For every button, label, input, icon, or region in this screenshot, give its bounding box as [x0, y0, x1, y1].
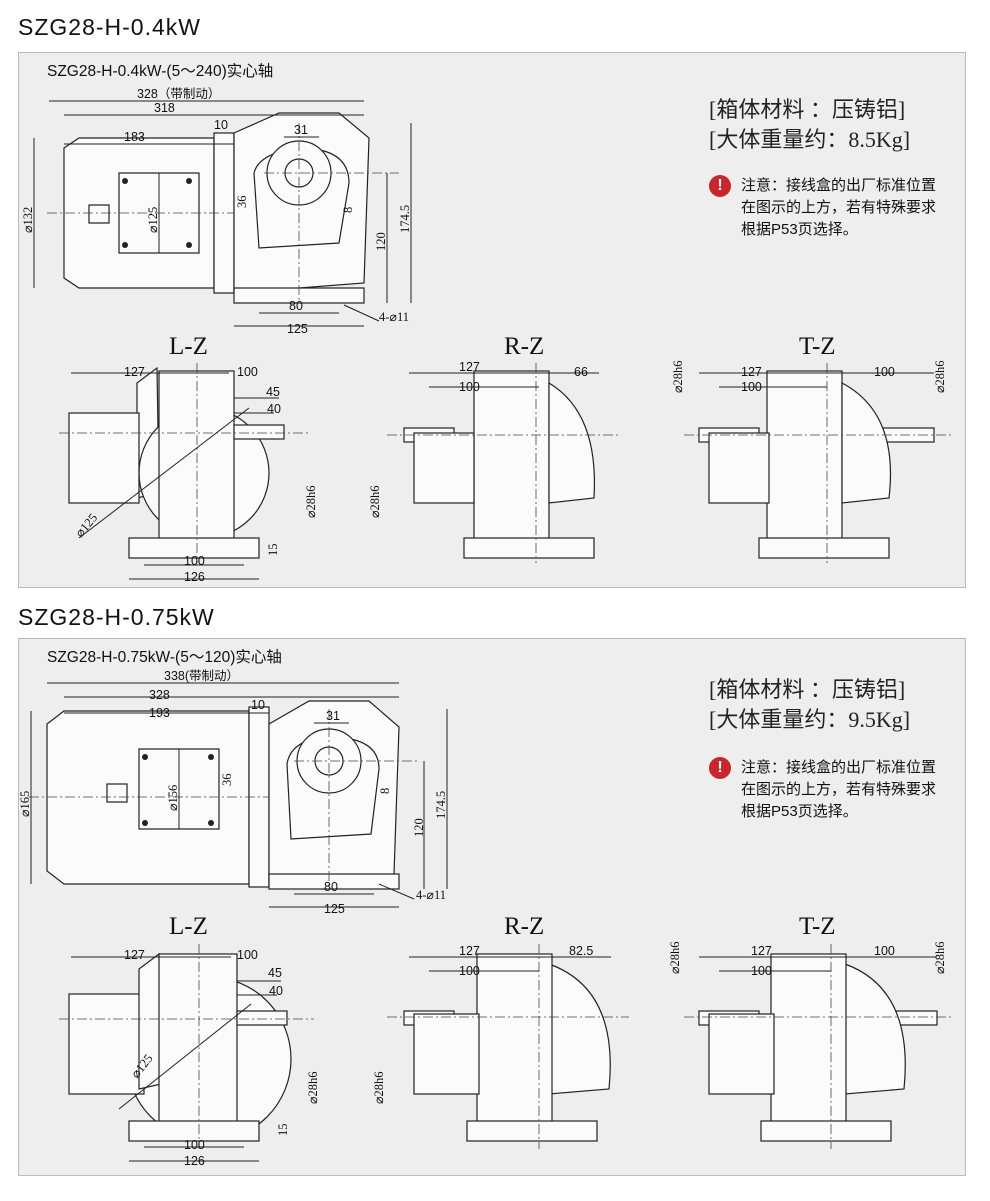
tz-view-2: 127 100 100 ⌀28h6 ⌀28h6	[668, 941, 954, 1149]
note-text-2: 注意：接线盒的出厂标准位置在图示的上方，若有特殊要求根据P53页选择。	[741, 759, 937, 820]
drawing-subtitle-1: SZG28-H-0.4kW-(5～240)实心轴	[47, 63, 274, 80]
svg-text:8: 8	[378, 788, 392, 794]
svg-text:120: 120	[412, 818, 426, 837]
svg-text:174.5: 174.5	[398, 205, 412, 233]
svg-text:40: 40	[269, 984, 283, 998]
svg-text:127: 127	[459, 360, 480, 374]
svg-text:127: 127	[124, 365, 145, 379]
drawing-svg-2: 338(带制动） 328 193 10 31 36 8 120 174.5 80…	[19, 669, 954, 1168]
svg-text:328: 328	[149, 688, 170, 702]
weight-text-2: [大体重量约：9.5Kg]	[709, 707, 911, 732]
model-title-2: SZG28-H-0.75kW	[18, 604, 215, 630]
model-title-1: SZG28-H-0.4kW	[18, 14, 201, 40]
spec-block-1: [箱体材料 ：压铸铝] [大体重量约：8.5Kg]	[709, 95, 910, 155]
svg-text:100: 100	[184, 1138, 205, 1152]
svg-text:183: 183	[124, 130, 145, 144]
lz-view-2: 127 100 45 40 ⌀28h6 ⌀125 15 100 126	[59, 944, 320, 1168]
svg-text:⌀156: ⌀156	[166, 785, 180, 811]
svg-text:100: 100	[237, 948, 258, 962]
exclamation-icon: !	[709, 175, 731, 197]
front-view-1: 328（带制动） 318 183 10 31 36 8 120 174.5 80…	[21, 87, 412, 336]
svg-text:100: 100	[237, 365, 258, 379]
svg-text:100: 100	[751, 964, 772, 978]
svg-text:4-⌀11: 4-⌀11	[416, 888, 446, 902]
svg-text:⌀28h6: ⌀28h6	[668, 941, 682, 974]
svg-text:40: 40	[267, 402, 281, 416]
svg-text:82.5: 82.5	[569, 944, 593, 958]
view-label-tz-1: T-Z	[799, 333, 836, 360]
svg-text:125: 125	[324, 902, 345, 916]
svg-text:318: 318	[154, 101, 175, 115]
svg-text:100: 100	[459, 964, 480, 978]
drawing-subtitle-2: SZG28-H-0.75kW-(5～120)实心轴	[47, 649, 282, 666]
svg-text:15: 15	[276, 1124, 290, 1137]
svg-text:328（带制动）: 328（带制动）	[137, 87, 220, 101]
tz-view-1: 127 100 100 ⌀28h6 ⌀28h6	[671, 360, 954, 563]
view-label-tz-2: T-Z	[799, 913, 836, 940]
spec-block-2: [箱体材料 ：压铸铝] [大体重量约：9.5Kg]	[709, 675, 910, 735]
drawing-panel-2: SZG28-H-0.75kW-(5～120)实心轴 338(带制动） 328 1…	[18, 638, 966, 1176]
svg-text:127: 127	[741, 365, 762, 379]
view-label-rz-2: R-Z	[504, 913, 545, 940]
svg-text:120: 120	[374, 232, 388, 251]
svg-text:338(带制动）: 338(带制动）	[164, 669, 239, 683]
svg-text:⌀28h6: ⌀28h6	[671, 360, 685, 393]
svg-text:⌀165: ⌀165	[19, 791, 32, 817]
svg-text:⌀132: ⌀132	[21, 207, 35, 233]
svg-text:⌀28h6: ⌀28h6	[304, 485, 318, 518]
material-text-2: [箱体材料 ：压铸铝]	[709, 677, 906, 702]
svg-text:31: 31	[294, 123, 308, 137]
svg-text:100: 100	[459, 380, 480, 394]
note-block-1: ! 注意：接线盒的出厂标准位置在图示的上方，若有特殊要求根据P53页选择。	[709, 175, 949, 241]
weight-text-1: [大体重量约：8.5Kg]	[709, 127, 911, 152]
svg-text:100: 100	[184, 554, 205, 568]
svg-text:100: 100	[874, 365, 895, 379]
svg-text:45: 45	[266, 385, 280, 399]
svg-text:15: 15	[266, 544, 280, 557]
note-text-1: 注意：接线盒的出厂标准位置在图示的上方，若有特殊要求根据P53页选择。	[741, 177, 937, 238]
svg-text:36: 36	[220, 774, 234, 787]
svg-text:126: 126	[184, 1154, 205, 1168]
view-label-lz-1: L-Z	[169, 333, 208, 360]
svg-text:126: 126	[184, 570, 205, 584]
svg-text:10: 10	[214, 118, 228, 132]
lz-view-1: 127 100 45 40 ⌀28h6 ⌀125 15 100 126	[59, 363, 318, 584]
svg-text:100: 100	[741, 380, 762, 394]
rz-view-1: 127 100 66 ⌀28h6	[368, 360, 619, 563]
svg-text:80: 80	[324, 880, 338, 894]
svg-text:8: 8	[341, 207, 355, 213]
svg-text:66: 66	[574, 365, 588, 379]
svg-text:80: 80	[289, 299, 303, 313]
svg-text:100: 100	[874, 944, 895, 958]
view-label-lz-2: L-Z	[169, 913, 208, 940]
svg-text:⌀125: ⌀125	[146, 207, 160, 233]
svg-text:127: 127	[459, 944, 480, 958]
svg-text:174.5: 174.5	[434, 791, 448, 819]
svg-text:⌀28h6: ⌀28h6	[368, 485, 382, 518]
material-text-1: [箱体材料 ：压铸铝]	[709, 97, 906, 122]
svg-text:36: 36	[235, 196, 249, 209]
drawing-panel-1: SZG28-H-0.4kW-(5～240)实心轴 328（带制动） 318	[18, 52, 966, 588]
svg-text:127: 127	[124, 948, 145, 962]
svg-text:125: 125	[287, 322, 308, 336]
svg-text:⌀28h6: ⌀28h6	[933, 941, 947, 974]
note-block-2: ! 注意：接线盒的出厂标准位置在图示的上方，若有特殊要求根据P53页选择。	[709, 757, 949, 823]
front-view-2: 338(带制动） 328 193 10 31 36 8 120 174.5 80…	[19, 669, 448, 916]
svg-text:127: 127	[751, 944, 772, 958]
svg-text:31: 31	[326, 709, 340, 723]
svg-text:193: 193	[149, 706, 170, 720]
rz-view-2: 127 100 82.5 ⌀28h6	[372, 944, 629, 1149]
exclamation-icon: !	[709, 757, 731, 779]
svg-text:4-⌀11: 4-⌀11	[379, 310, 409, 324]
svg-text:10: 10	[251, 698, 265, 712]
drawing-svg-1: 328（带制动） 318 183 10 31 36 8 120 174.5 80…	[21, 87, 954, 584]
svg-text:⌀28h6: ⌀28h6	[933, 360, 947, 393]
view-label-rz-1: R-Z	[504, 333, 545, 360]
svg-text:45: 45	[268, 966, 282, 980]
svg-text:⌀28h6: ⌀28h6	[372, 1071, 386, 1104]
svg-text:⌀28h6: ⌀28h6	[306, 1071, 320, 1104]
